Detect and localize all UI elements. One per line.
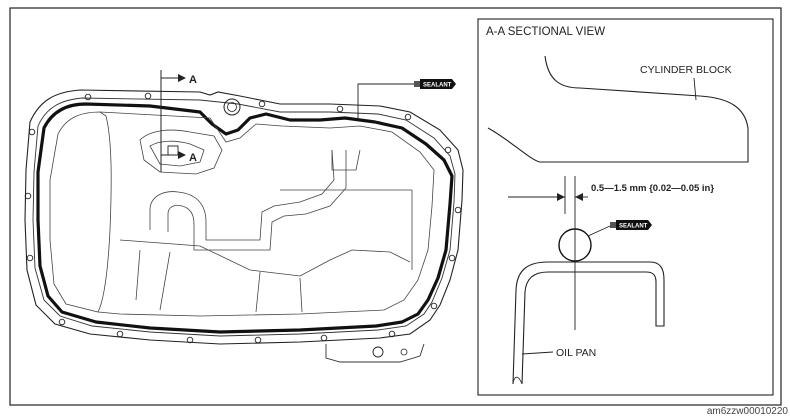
section-marker-bottom: A (189, 152, 197, 164)
cylinder-block-outline (487, 55, 749, 163)
dimension-arrow-right (575, 193, 583, 201)
right-sealant-leader (587, 225, 611, 237)
oil-pan-section-edge (512, 376, 523, 385)
svg-text:SEALANT: SEALANT (423, 83, 452, 89)
left-sealant-tag: SEALANT (414, 79, 456, 89)
section-view: A-A SECTIONAL VIEW CYLINDER BLOCK 0.5—1.… (477, 18, 774, 396)
figure-id: am6zzw00010220 (706, 406, 788, 417)
oil-pan-baffle-lines (119, 149, 413, 313)
bottom-tab-hole (372, 346, 384, 358)
oil-pan-inner-wall (49, 111, 112, 313)
right-sealant-tag: SEALANT (610, 220, 652, 230)
dimension-arrow-left (557, 193, 565, 201)
cylinder-block-label: CYLINDER BLOCK (640, 64, 732, 76)
svg-text:SEALANT: SEALANT (619, 224, 648, 230)
section-arrow-bottom-head (178, 151, 186, 159)
section-boss (167, 145, 179, 156)
oil-pan-pickup-pipe (149, 149, 335, 241)
bolt-holes (24, 92, 462, 344)
oil-pan-leader (521, 351, 554, 355)
sealant-bead (36, 102, 454, 334)
oil-pan-sump-left (97, 111, 435, 317)
oil-pan-top-view: A A SEALANT (24, 70, 464, 363)
section-marker-top: A (189, 74, 197, 86)
bottom-tab-hole-2 (400, 348, 408, 356)
left-sealant-leader (357, 83, 418, 118)
drain-plug-circle (223, 98, 241, 116)
section-view-title: A-A SECTIONAL VIEW (486, 26, 605, 38)
oil-pan-boss-outline (139, 129, 223, 175)
cylinder-block-leader (693, 77, 697, 101)
drain-plug-inner (227, 102, 237, 112)
oil-pan-bottom-tab (325, 343, 425, 363)
oil-pan-label: OIL PAN (556, 347, 596, 359)
oil-pan-flange-inner-line (32, 97, 456, 337)
outer-frame (9, 7, 782, 406)
section-view-frame (477, 18, 774, 396)
section-arrow-top-head (178, 74, 186, 82)
dimension-label: 0.5—1.5 mm {0.02—0.05 in} (591, 183, 714, 194)
oil-pan-pickup-pipe-inner (167, 150, 347, 251)
oil-pan-section (512, 261, 665, 385)
